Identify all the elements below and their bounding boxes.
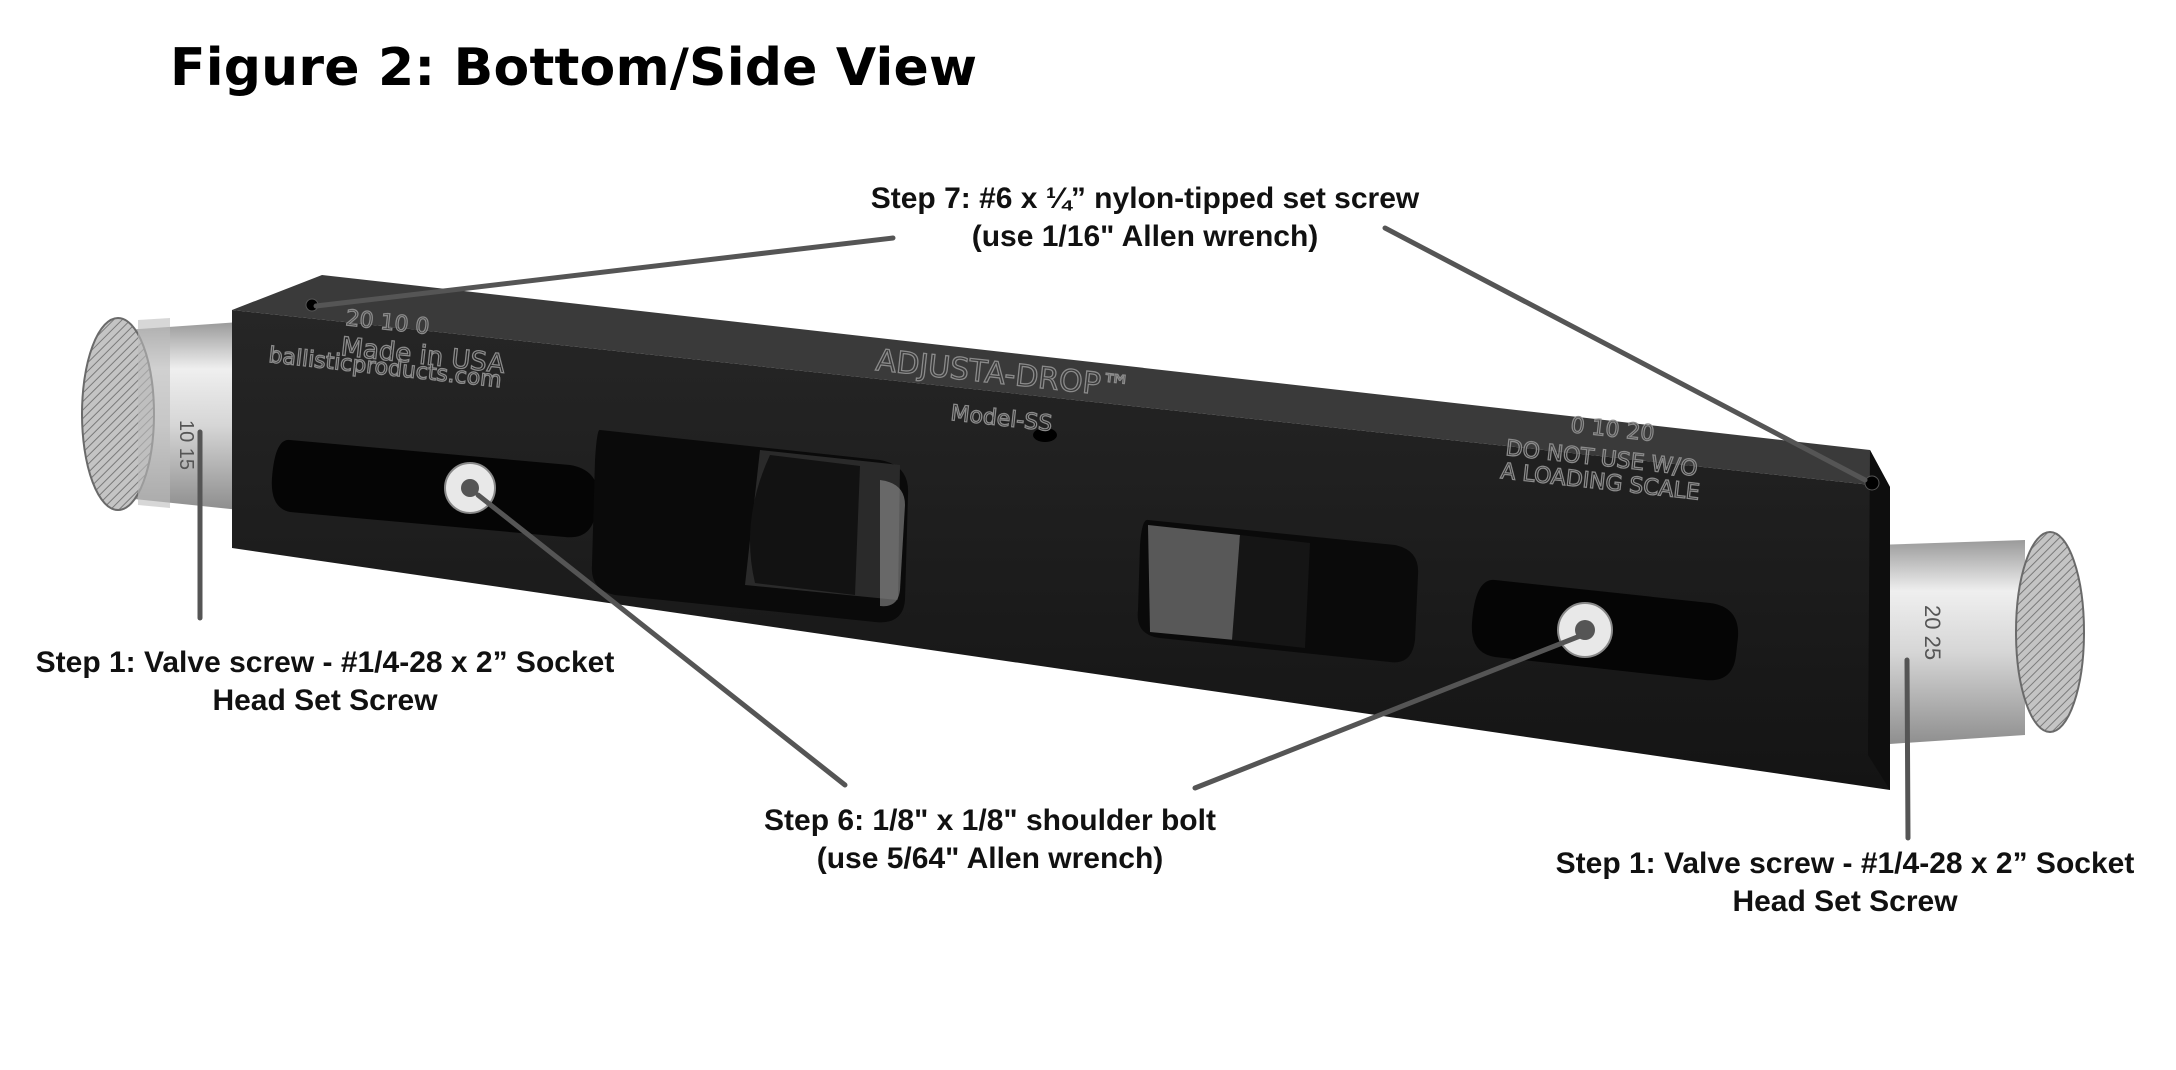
- right-valve-cylinder: 20 25: [1875, 531, 2085, 745]
- leader-step1-right: [1904, 657, 1911, 841]
- leader-step7-left: [313, 235, 896, 309]
- callout-step1-left-line2: Head Set Screw: [212, 684, 438, 717]
- leader-step7-right: [1382, 225, 1868, 483]
- leader-lines: [197, 225, 1911, 841]
- left-valve-cylinder: 10 15: [81, 317, 240, 511]
- callout-step7-line1: Step 7: #6 x ¼” nylon-tipped set screw: [870, 182, 1420, 215]
- body-front-face: [232, 310, 1890, 790]
- callout-step6-line2: (use 5/64" Allen wrench): [816, 842, 1164, 875]
- right-knob-marks: 20 25: [1920, 605, 1945, 660]
- left-slot: [271, 439, 599, 538]
- callout-step7-line2: (use 1/16" Allen wrench): [971, 220, 1319, 253]
- callout-step1-left-line1: Step 1: Valve screw - #1/4-28 x 2” Socke…: [35, 646, 615, 679]
- leader-step6-right: [1192, 633, 1583, 791]
- right-knurled-knob: [2015, 531, 2085, 733]
- right-shoulder-bolt: [1557, 602, 1613, 658]
- callout-step1-left: Step 1: Valve screw - #1/4-28 x 2” Socke…: [20, 644, 630, 720]
- right-set-screw: [1864, 475, 1880, 491]
- left-knob-marks: 10 15: [175, 420, 197, 470]
- callout-step6: Step 6: 1/8" x 1/8" shoulder bolt (use 5…: [740, 802, 1240, 878]
- figure-title: Figure 2: Bottom/Side View: [170, 38, 978, 98]
- callout-step7: Step 7: #6 x ¼” nylon-tipped set screw (…: [850, 180, 1440, 256]
- body-top-face: [232, 275, 1890, 487]
- center-screw-hole: [1033, 428, 1057, 442]
- callout-step1-right: Step 1: Valve screw - #1/4-28 x 2” Socke…: [1530, 845, 2160, 921]
- callout-step1-right-line2: Head Set Screw: [1732, 885, 1958, 918]
- callout-step6-line1: Step 6: 1/8" x 1/8" shoulder bolt: [764, 804, 1216, 837]
- callout-step1-right-line1: Step 1: Valve screw - #1/4-28 x 2” Socke…: [1555, 847, 2135, 880]
- leader-step6-left: [475, 492, 848, 788]
